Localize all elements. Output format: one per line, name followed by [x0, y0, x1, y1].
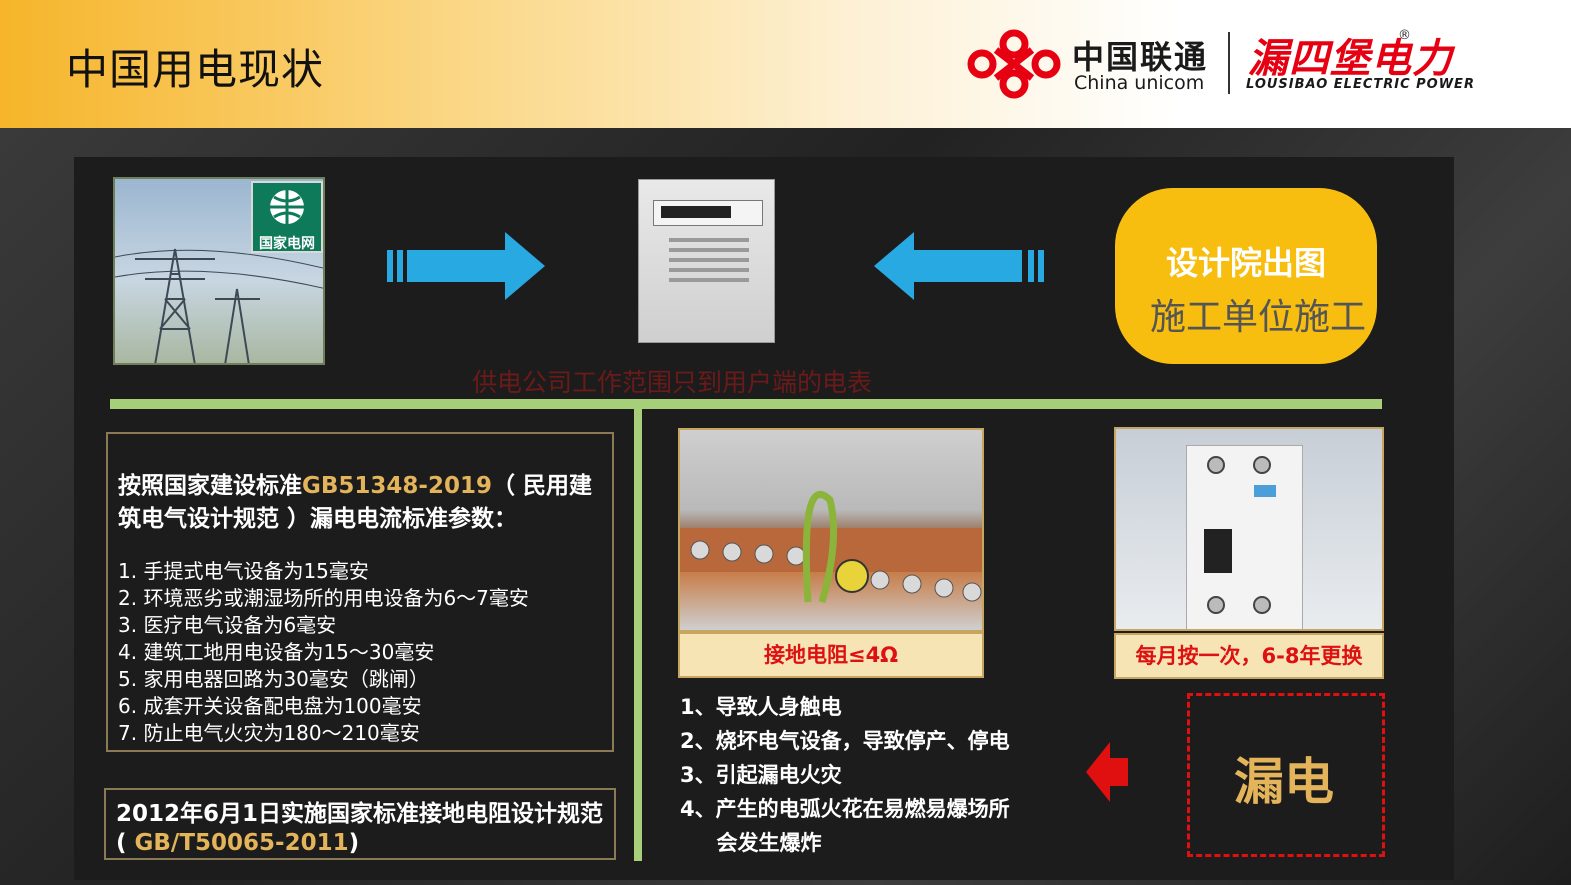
page-title: 中国用电现状: [66, 45, 325, 94]
state-grid-globe-icon: [270, 190, 304, 224]
meter-digits: [661, 206, 731, 218]
standard-frame: [106, 432, 614, 752]
standard-heading-suffix: （ 民用建筑电气设计规范 ）漏电电流标准参数：: [118, 473, 593, 532]
china-unicom-knot-icon: [967, 29, 1061, 99]
list-item: 6. 成套开关设备配电盘为100毫安: [118, 694, 422, 718]
rcd-terminals-icon: [1207, 456, 1276, 614]
state-grid-badge-label: 国家电网: [259, 236, 315, 252]
right-arrow-icon: [387, 232, 545, 300]
registered-mark: ®: [1398, 28, 1411, 43]
meter-print: [669, 238, 749, 298]
list-item: 5. 家用电器回路为30毫安（跳闸）: [118, 667, 429, 691]
list-item: 4、产生的电弧火花在易燃易爆场所: [680, 797, 1010, 821]
red-arrow-icon: [1086, 742, 1128, 802]
grounding-standard-code: GB/T50065-2011: [126, 830, 349, 856]
electric-meter-photo: [638, 179, 775, 343]
power-tower-photo: 国家电网: [113, 177, 325, 365]
grounding-standard-suffix: ): [348, 830, 360, 856]
grounding-busbar-icon: [680, 491, 982, 603]
logo-divider: [1228, 32, 1230, 94]
design-institute-text: 设计院出图: [1166, 244, 1327, 282]
list-item: 2、烧坏电气设备，导致停产、停电: [680, 729, 1010, 753]
rcd-test-label: 每月按一次，6-8年更换: [1114, 633, 1384, 679]
list-item: 4. 建筑工地用电设备为15～30毫安: [118, 640, 435, 664]
lousibao-logo-en: LOUSIBAO ELECTRIC POWER: [1246, 77, 1475, 92]
standard-code: GB51348-2019: [302, 473, 492, 499]
china-unicom-logo-text: 中国联通: [1072, 38, 1209, 76]
leakage-callout-text: 漏电: [1234, 753, 1334, 811]
supply-scope-text: 供电公司工作范围只到用户端的电表: [472, 368, 873, 397]
left-arrow-icon: [874, 232, 1044, 300]
grounding-standard-frame: [104, 788, 616, 860]
leakage-standard-list: 1. 手提式电气设备为15毫安 2. 环境恶劣或潮湿场所的用电设备为6～7毫安 …: [118, 558, 529, 747]
design-construction-callout: [1115, 188, 1377, 364]
construction-unit-text: 施工单位施工: [1150, 297, 1367, 338]
list-item: 1. 手提式电气设备为15毫安: [118, 559, 369, 583]
rcd-breaker-photo: [1114, 427, 1384, 631]
list-item: 7. 防止电气火灾为180～210毫安: [118, 721, 420, 745]
header-bar: 中国用电现状 中国联通 China unicom 漏四堡电力 ® LOUSIBA…: [0, 0, 1571, 128]
standard-heading: 按照国家建设标准GB51348-2019（ 民用建筑电气设计规范 ）漏电电流标准…: [118, 470, 598, 536]
horizontal-divider: [110, 399, 1382, 409]
list-item: 1、导致人身触电: [680, 695, 842, 719]
grounding-standard-prefix: 2012年6月1日实施国家标准接地电阻设计规范(: [116, 801, 604, 856]
grounding-busbar-photo: [678, 428, 984, 632]
leakage-harm-list: 1、导致人身触电 2、烧坏电气设备，导致停产、停电 3、引起漏电火灾 4、产生的…: [680, 690, 1010, 860]
grounding-resistance-label: 接地电阻≤4Ω: [678, 632, 984, 678]
lousibao-logo-text: 漏四堡电力: [1248, 36, 1453, 82]
rcd-handle: [1204, 529, 1232, 573]
list-item: 3、引起漏电火灾: [680, 763, 842, 787]
grounding-standard-text: 2012年6月1日实施国家标准接地电阻设计规范( GB/T50065-2011): [116, 800, 606, 858]
list-item: 3. 医疗电气设备为6毫安: [118, 613, 337, 637]
china-unicom-logo-en: China unicom: [1074, 72, 1205, 94]
power-tower-icon: [115, 248, 323, 363]
list-item: 2. 环境恶劣或潮湿场所的用电设备为6～7毫安: [118, 586, 529, 610]
leakage-callout-frame: [1187, 693, 1385, 857]
list-item: 会发生爆炸: [680, 831, 822, 855]
state-grid-badge: 国家电网: [251, 181, 323, 253]
vertical-divider: [634, 405, 642, 861]
standard-heading-prefix: 按照国家建设标准: [118, 473, 302, 499]
